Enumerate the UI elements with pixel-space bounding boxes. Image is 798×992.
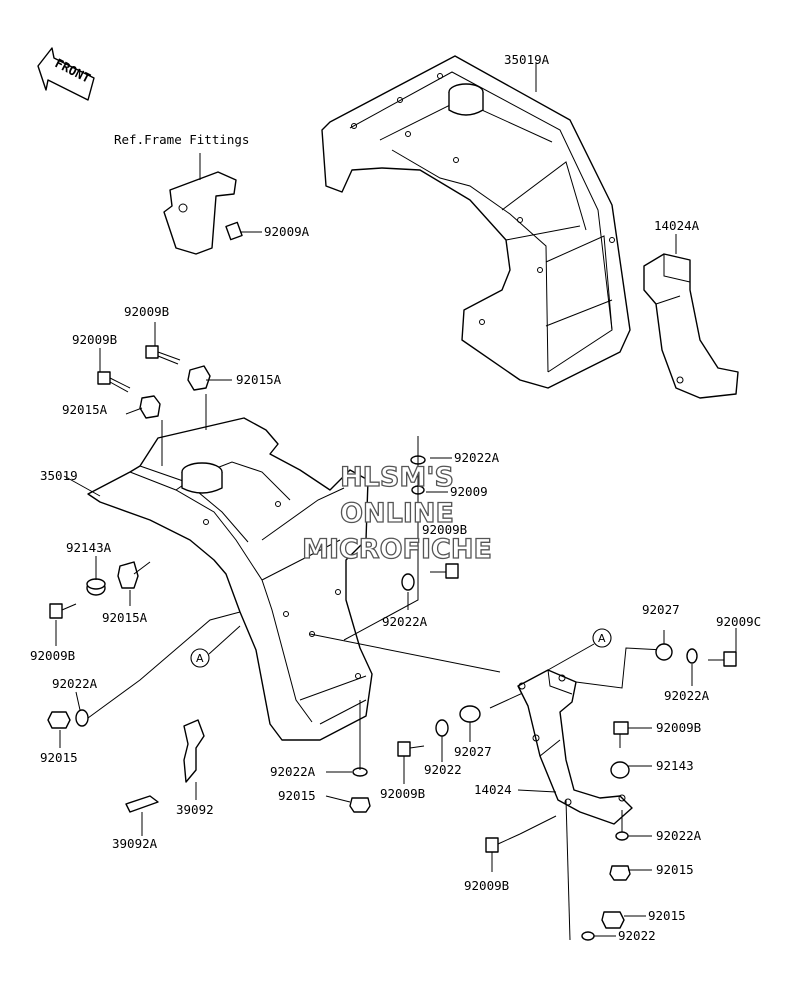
clip-92015a-2	[139, 395, 161, 419]
clip-92015a-1	[187, 365, 232, 391]
rear-fender-35019a	[321, 55, 631, 389]
bolt-92009b-7	[485, 815, 557, 853]
watermark-line-1: HLSM'S	[340, 462, 454, 493]
nut-92015-4	[601, 911, 625, 929]
label-92022a-4: 92022A	[664, 688, 710, 703]
washer-92022-2	[581, 931, 595, 941]
clip-92015a-3	[117, 561, 151, 589]
label-92027-1: 92027	[642, 602, 680, 617]
spacer-92143a	[86, 578, 106, 596]
label-92009b-2: 92009B	[72, 332, 117, 347]
label-92009b-1: 92009B	[124, 304, 169, 319]
bracket-14024	[517, 647, 665, 941]
bracket-14024a	[643, 234, 739, 399]
watermark-line-3: MICROFICHE	[302, 534, 492, 565]
label-39092a: 39092A	[112, 836, 158, 851]
label-92009b-5: 92009B	[656, 720, 701, 735]
bolt-92009b-6	[613, 721, 629, 748]
label-92009a: 92009A	[264, 224, 310, 239]
spacer-92027-2	[459, 705, 481, 723]
label-92015-3: 92015	[656, 862, 694, 877]
ref-frame-fittings-note: Ref.Frame Fittings	[114, 132, 249, 147]
spacer-92143	[610, 761, 630, 779]
watermark: HLSM'S ONLINE MICROFICHE	[301, 461, 492, 565]
label-35019a: 35019A	[504, 52, 550, 67]
clip-39092a	[125, 795, 159, 813]
clip-39092	[183, 719, 205, 783]
label-92022a-6: 92022A	[656, 828, 702, 843]
label-92015a-3: 92015A	[102, 610, 148, 625]
label-39092: 39092	[176, 802, 214, 817]
washer-92022-1	[435, 719, 449, 737]
frame-bracket	[163, 153, 237, 255]
label-92022-2: 92022	[618, 928, 656, 943]
label-92015-4: 92015	[648, 908, 686, 923]
bolt-92009b-3	[430, 563, 459, 579]
callout-a-left-label: A	[196, 652, 204, 665]
label-92009c: 92009C	[716, 614, 761, 629]
part-labels: 35019A 14024A 92009A 92009B 92009B 92015…	[30, 52, 761, 943]
bolt-92009b-4	[49, 603, 77, 619]
label-92009: 92009	[450, 484, 488, 499]
washer-92022a-4	[686, 648, 698, 664]
label-35019: 35019	[40, 468, 78, 483]
washer-92022a-6	[615, 831, 629, 841]
label-92015-1: 92015	[40, 750, 78, 765]
nut-92015-1	[47, 711, 71, 729]
bolt-92009b-5	[397, 741, 425, 757]
leader-lines	[55, 231, 737, 937]
callout-a-right: A	[547, 628, 612, 671]
label-92143: 92143	[656, 758, 694, 773]
label-92009b-7: 92009B	[464, 878, 509, 893]
label-92022-1: 92022	[424, 762, 462, 777]
callout-a-right-label: A	[598, 632, 606, 645]
watermark-line-2: ONLINE	[340, 498, 454, 529]
bolt-92009a	[225, 221, 260, 241]
callout-a-left: A	[190, 625, 241, 668]
label-92022a-1: 92022A	[454, 450, 500, 465]
label-92022a-5: 92022A	[270, 764, 316, 779]
bolt-92009b-1	[145, 345, 181, 365]
nut-92015-3	[609, 865, 631, 881]
label-92015a-1: 92015A	[236, 372, 282, 387]
label-92143a: 92143A	[66, 540, 112, 555]
front-fender-35019	[87, 394, 373, 741]
nut-92015-2	[349, 797, 371, 813]
label-92022a-3: 92022A	[52, 676, 98, 691]
label-92015-2: 92015	[278, 788, 316, 803]
label-92009b-6: 92009B	[380, 786, 425, 801]
label-92009b-3: 92009B	[422, 522, 467, 537]
front-arrow-icon: FRONT	[37, 47, 95, 101]
label-14024: 14024	[474, 782, 512, 797]
bolt-92009c	[708, 651, 737, 667]
label-92027-2: 92027	[454, 744, 492, 759]
washer-92022a-3	[75, 611, 241, 727]
spacer-92027-1	[655, 643, 673, 661]
label-14024a: 14024A	[654, 218, 700, 233]
label-92009b-4: 92009B	[30, 648, 75, 663]
label-92015a-2: 92015A	[62, 402, 108, 417]
bolt-92009b-2	[97, 371, 131, 393]
washer-92022a-2	[401, 573, 415, 591]
label-92022a-2: 92022A	[382, 614, 428, 629]
